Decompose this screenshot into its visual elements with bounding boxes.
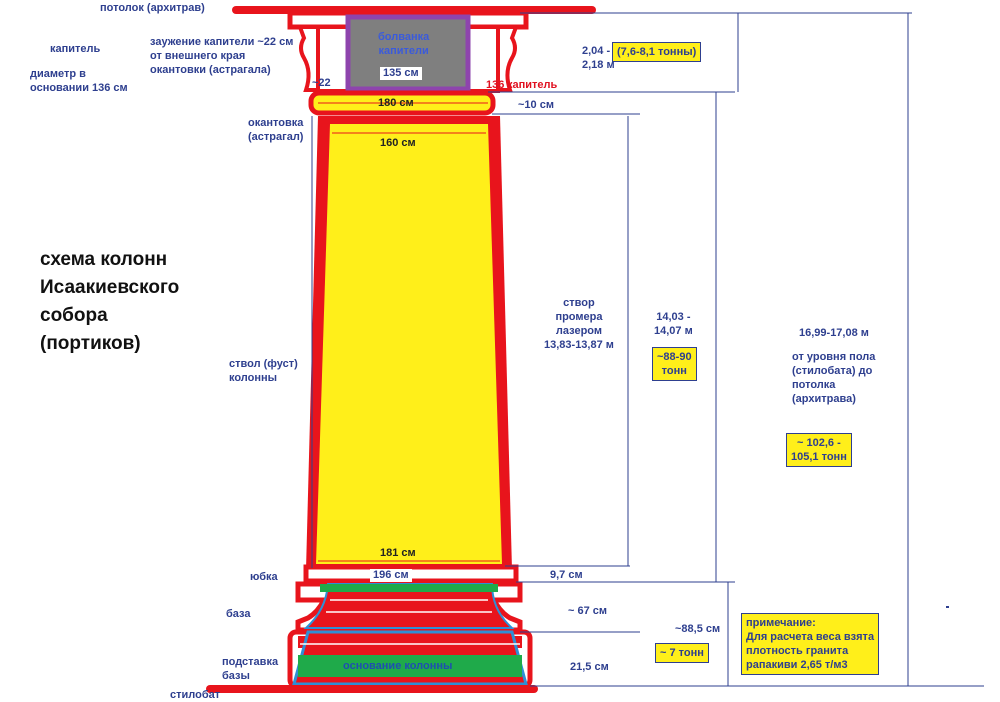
shaft — [316, 124, 502, 564]
label-capital-height: 2,04 - 2,18 м — [582, 45, 615, 71]
label-shaft: ствол (фуст) колонны — [229, 358, 298, 384]
label-d160: 160 см — [380, 137, 416, 149]
label-total-height: 16,99-17,08 м — [799, 327, 869, 339]
label-laser: створ промера лазером 13,83-13,87 м — [544, 297, 614, 351]
diagram-title: схема колонн Исаакиевского собора (порти… — [40, 249, 180, 354]
label-stylobate: стилобат — [170, 689, 221, 701]
label-d181: 181 см — [380, 547, 416, 559]
base-torus — [303, 583, 515, 629]
capital-left-volute — [297, 25, 320, 92]
label-astragal: окантовка (астрагал) — [248, 117, 304, 143]
label-narrowing-value: ~22 — [312, 77, 331, 89]
label-astragal-height: ~10 см — [518, 99, 554, 111]
label-base: база — [226, 608, 251, 620]
stray-dot — [946, 606, 949, 608]
label-foundation: основание колонны — [343, 660, 453, 672]
label-total-desc: от уровня пола (стилобата) до потолка (а… — [792, 351, 876, 405]
label-base-stand: подставка базы — [222, 656, 279, 682]
label-capital-red: капитель — [507, 79, 558, 91]
label-skirt: юбка — [250, 571, 278, 583]
foundation-green — [298, 655, 522, 677]
label-d136: 136 — [486, 79, 505, 91]
base-green-top — [320, 584, 498, 592]
stylobate — [206, 685, 538, 693]
box-shaft-weight: ~88-90 тонн — [652, 347, 697, 381]
label-ceiling: потолок (архитрав) — [100, 2, 205, 14]
box-capital-weight: (7,6-8,1 тонны) — [612, 42, 702, 62]
label-d196: 196 см — [370, 569, 412, 582]
label-base-height: ~ 67 см — [568, 605, 608, 617]
label-base-total: ~88,5 см — [675, 623, 721, 635]
label-capital-blank: болванка капители — [378, 31, 430, 57]
label-shaft-height: 14,03 - 14,07 м — [654, 311, 693, 337]
label-capital: капитель — [50, 43, 101, 55]
label-skirt-height: 9,7 см — [550, 569, 583, 581]
label-d135: 135 см — [380, 67, 422, 80]
box-total-weight: ~ 102,6 - 105,1 тонн — [786, 433, 852, 467]
label-stand-height: 21,5 см — [570, 661, 609, 673]
label-d180: 180 см — [378, 97, 414, 109]
label-base-diameter: диаметр в основании 136 см — [30, 68, 128, 94]
box-note: примечание: Для расчета веса взята плотн… — [741, 613, 880, 675]
capital-right-volute — [496, 25, 519, 92]
box-base-weight: ~ 7 тонн — [655, 643, 709, 663]
label-capital-narrowing: заужение капители ~22 см от внешнего кра… — [150, 36, 294, 76]
